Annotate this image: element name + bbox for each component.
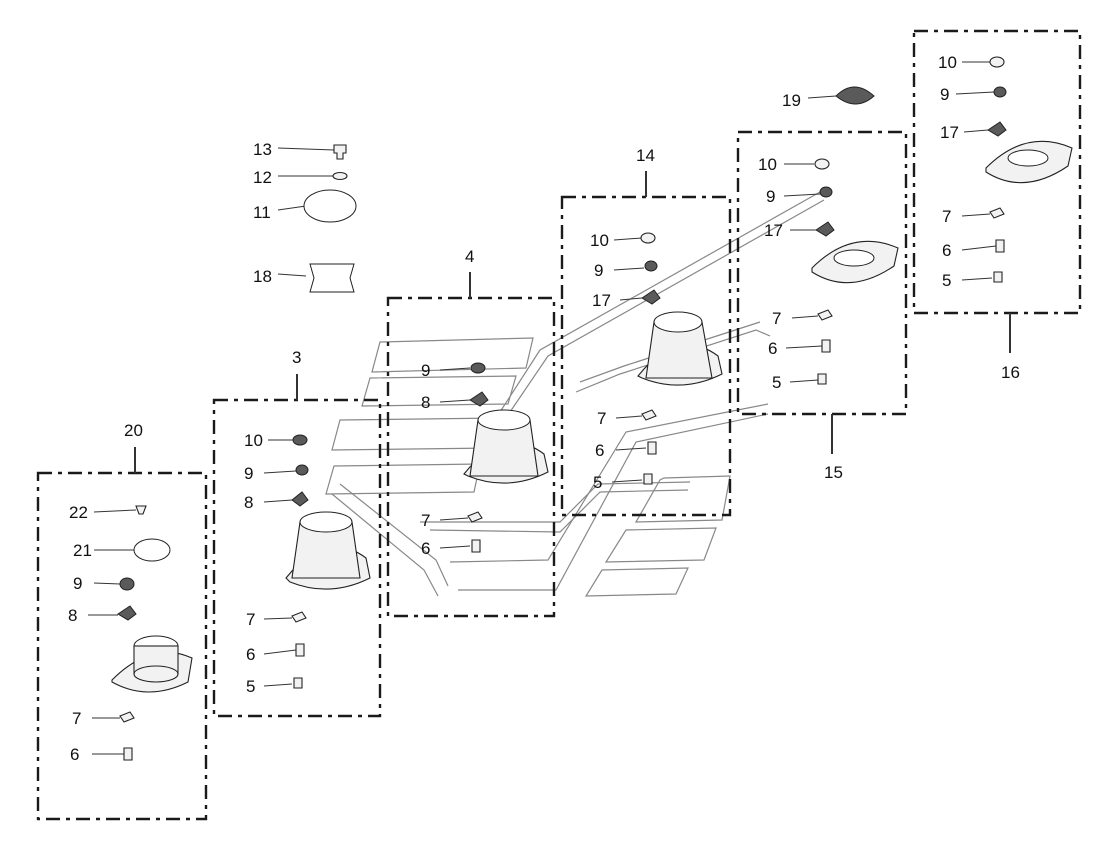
group-box-16 — [912, 29, 1082, 315]
group-3-parts — [263, 434, 371, 689]
callout-g3-8: 8 — [244, 493, 253, 512]
skid-outlines — [325, 191, 825, 597]
callout-g4-6: 6 — [421, 539, 430, 558]
callout-g3-5: 5 — [246, 677, 255, 696]
callout-g14-7: 7 — [597, 409, 606, 428]
callout-g16-6: 6 — [942, 241, 951, 260]
callout-g14-10: 10 — [590, 231, 609, 250]
callout-12: 12 — [253, 168, 272, 187]
callout-g3-6: 6 — [246, 645, 255, 664]
callout-13: 13 — [253, 140, 272, 159]
hub-19 — [835, 86, 875, 105]
callout-15: 15 — [824, 463, 843, 482]
callout-g16-5: 5 — [942, 271, 951, 290]
callout-18: 18 — [253, 267, 272, 286]
callout-g20-21: 21 — [73, 541, 92, 560]
callout-20: 20 — [124, 421, 143, 440]
callout-g15-9: 9 — [766, 187, 775, 206]
callout-labels: 13 12 11 18 19 20 3 4 14 15 16 22 21 9 8… — [68, 53, 1020, 764]
group-16-parts — [955, 56, 1073, 283]
callout-g20-8: 8 — [68, 606, 77, 625]
plate-18 — [309, 263, 355, 293]
group-box-15 — [736, 130, 908, 416]
group-15-parts — [783, 158, 899, 385]
callout-g15-5: 5 — [772, 373, 781, 392]
callout-g15-6: 6 — [768, 339, 777, 358]
group-leaders — [134, 171, 1011, 473]
callout-11: 11 — [253, 203, 271, 222]
callout-g15-17: 17 — [764, 221, 783, 240]
callout-g20-6: 6 — [70, 745, 79, 764]
callout-g4-9: 9 — [421, 361, 430, 380]
callout-g14-6: 6 — [595, 441, 604, 460]
callout-g4-7: 7 — [421, 511, 430, 530]
washer-12 — [332, 171, 348, 181]
callout-g3-9: 9 — [244, 464, 253, 483]
callout-16: 16 — [1001, 363, 1020, 382]
callout-g15-7: 7 — [772, 309, 781, 328]
group-20-parts — [88, 505, 193, 761]
callout-g20-9: 9 — [73, 574, 82, 593]
callout-g16-9: 9 — [940, 85, 949, 104]
callout-g14-17: 17 — [592, 291, 611, 310]
callout-g14-5: 5 — [593, 473, 602, 492]
bolt-13 — [333, 144, 347, 160]
callout-g16-17: 17 — [940, 123, 959, 142]
callout-g20-7: 7 — [72, 709, 81, 728]
callout-14: 14 — [636, 146, 655, 165]
group-boxes — [36, 29, 1082, 821]
group-14-parts — [611, 232, 723, 485]
callout-g14-9: 9 — [594, 261, 603, 280]
callout-g16-10: 10 — [938, 53, 957, 72]
callout-g16-7: 7 — [942, 207, 951, 226]
callout-19: 19 — [782, 91, 801, 110]
loose-parts — [277, 86, 875, 293]
callout-g3-10: 10 — [244, 431, 263, 450]
callout-g4-8: 8 — [421, 393, 430, 412]
callout-3: 3 — [292, 348, 301, 367]
callout-g15-10: 10 — [758, 155, 777, 174]
callout-g3-7: 7 — [246, 610, 255, 629]
callout-g20-22: 22 — [69, 503, 88, 522]
callout-4: 4 — [465, 247, 474, 266]
cover-11 — [303, 189, 357, 223]
group-box-20 — [36, 471, 208, 821]
group-4-parts — [439, 362, 549, 553]
